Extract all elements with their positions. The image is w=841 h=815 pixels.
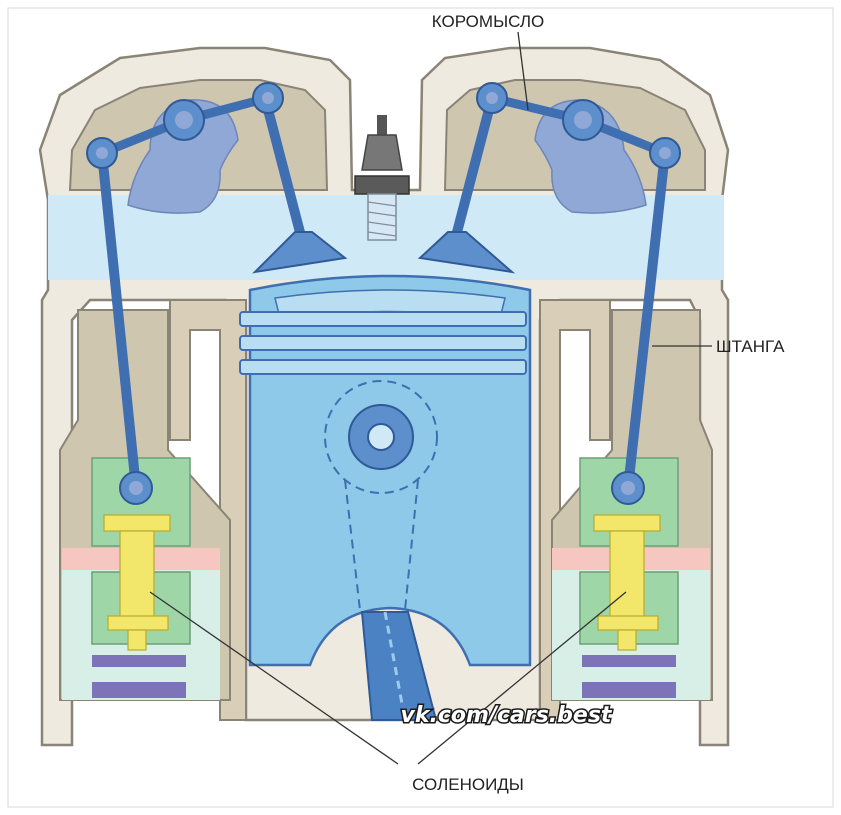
right-pushrod-bottom-joint-center bbox=[621, 481, 635, 495]
watermark-text: vk.com/cars.best bbox=[401, 703, 613, 728]
wrist-pin-inner bbox=[367, 423, 395, 451]
right-pushrod-top-joint-center bbox=[659, 147, 671, 159]
rocker-label: КОРОМЫСЛО bbox=[432, 12, 544, 31]
left-armature-body bbox=[119, 530, 155, 622]
right-armature-stem bbox=[617, 629, 637, 651]
left-rocker-pivot-center bbox=[175, 111, 193, 129]
right-armature-top bbox=[593, 514, 661, 532]
connecting-rod bbox=[360, 611, 438, 721]
right-rocker-pivot-center bbox=[574, 111, 592, 129]
rocker-leader-line bbox=[517, 31, 529, 111]
right-armature-body bbox=[609, 530, 645, 622]
conrod-hidden-outline bbox=[344, 479, 419, 611]
piston-body bbox=[248, 274, 532, 667]
left-valve-stem bbox=[260, 93, 307, 245]
right-armature-bottom bbox=[597, 615, 659, 631]
right-coil-base-1 bbox=[582, 655, 676, 667]
right-pushrod bbox=[623, 148, 670, 493]
left-valve-head bbox=[252, 231, 348, 274]
left-armature-stem bbox=[127, 629, 147, 651]
right-valve-joint-center bbox=[486, 92, 498, 104]
spark-plug-icon bbox=[354, 115, 410, 241]
solenoids-label: СОЛЕНОИДЫ bbox=[412, 775, 524, 794]
left-pushrod bbox=[97, 148, 141, 493]
pushrod-label: ШТАНГА bbox=[716, 337, 785, 356]
conrod-big-end-outline bbox=[324, 380, 438, 494]
left-pushrod-bottom-joint-center bbox=[129, 481, 143, 495]
left-pushrod-top-joint-center bbox=[96, 147, 108, 159]
solenoid-leader-right bbox=[417, 591, 627, 765]
left-armature-top bbox=[103, 514, 171, 532]
left-valve-joint-center bbox=[262, 92, 274, 104]
left-coil-base-1 bbox=[92, 655, 186, 667]
conrod-center-line bbox=[383, 611, 407, 721]
piston-ring-1 bbox=[239, 311, 527, 327]
left-armature-bottom bbox=[107, 615, 169, 631]
right-valve-head bbox=[417, 231, 516, 274]
right-coil-base-2 bbox=[582, 682, 676, 698]
right-valve-stem bbox=[450, 93, 497, 245]
piston-ring-3 bbox=[239, 359, 527, 375]
solenoid-leader-left bbox=[149, 591, 399, 765]
piston-ring-2 bbox=[239, 335, 527, 351]
left-coil-base-2 bbox=[92, 682, 186, 698]
